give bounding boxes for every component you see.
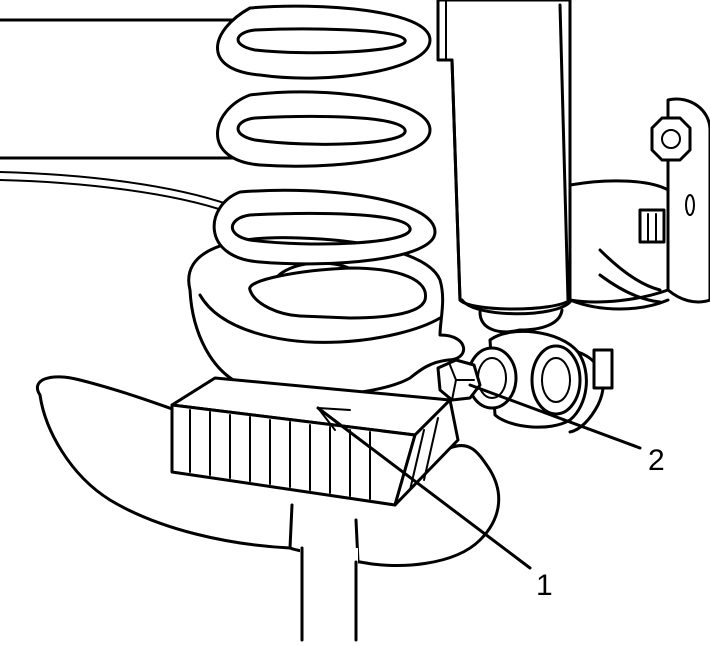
mounting-bolt xyxy=(436,346,518,410)
callout-leaders xyxy=(316,383,642,570)
callout-2-label: 2 xyxy=(648,444,665,477)
knuckle-bracket xyxy=(568,97,710,311)
rubber-block xyxy=(170,376,460,507)
shock-lower-eye xyxy=(488,329,614,434)
coil-spring xyxy=(0,4,437,320)
stand-post xyxy=(300,546,358,646)
callout-1-label: 1 xyxy=(536,569,553,602)
shock-absorber xyxy=(436,0,572,334)
